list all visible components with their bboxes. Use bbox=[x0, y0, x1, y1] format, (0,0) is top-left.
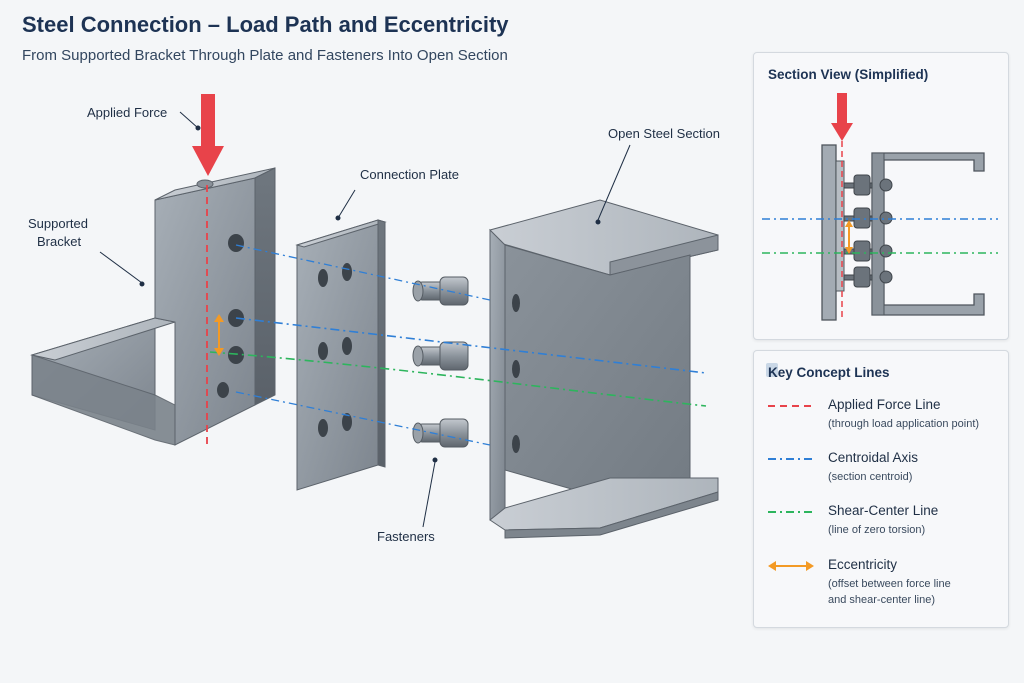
section-view-drawing bbox=[762, 93, 998, 321]
fasteners-label: Fasteners bbox=[377, 529, 435, 544]
centroidal-axis-line bbox=[235, 244, 707, 446]
applied-force-label: Applied Force bbox=[87, 105, 168, 120]
fasteners bbox=[412, 276, 469, 448]
page-subtitle: From Supported Bracket Through Plate and… bbox=[22, 47, 508, 64]
legend-label-shear-center: Shear-Center Line bbox=[828, 503, 939, 518]
dashed-line-icon bbox=[768, 405, 814, 407]
legend-label-centroidal-axis: Centroidal Axis bbox=[828, 450, 919, 465]
supported-bracket bbox=[30, 167, 276, 446]
legend-label-eccentricity: Eccentricity bbox=[828, 557, 898, 572]
fastener-bolt bbox=[412, 341, 469, 371]
shear-center-line bbox=[209, 351, 707, 407]
dash-dot-line-icon bbox=[768, 458, 814, 460]
fastener-bolt bbox=[412, 276, 469, 306]
legend-title: Key Concept Lines bbox=[768, 365, 890, 380]
legend-panel: Key Concept Lines Applied Force Line (th… bbox=[753, 350, 1009, 628]
section-bolts bbox=[843, 174, 893, 288]
legend-note-applied-force: (through load application point) bbox=[828, 418, 980, 430]
double-arrow-icon bbox=[768, 561, 814, 571]
open-steel-section bbox=[489, 199, 719, 539]
eccentricity-arrow bbox=[214, 314, 224, 356]
section-view-panel: Section View (Simplified) bbox=[753, 52, 1009, 340]
fastener-bolt bbox=[412, 418, 469, 448]
supported-bracket-label-line1: Supported bbox=[28, 216, 88, 231]
legend-note-shear-center: (line of zero torsion) bbox=[828, 524, 926, 536]
page-title: Steel Connection – Load Path and Eccentr… bbox=[22, 12, 509, 37]
supported-bracket-label-line2: Bracket bbox=[37, 234, 82, 249]
connection-plate bbox=[295, 219, 387, 491]
section-view-title: Section View (Simplified) bbox=[768, 67, 929, 82]
open-steel-section-label: Open Steel Section bbox=[608, 126, 721, 141]
applied-force-arrow bbox=[192, 94, 224, 176]
legend-note-eccentricity-line2: and shear-center line) bbox=[828, 594, 936, 606]
legend-label-applied-force: Applied Force Line bbox=[828, 397, 941, 412]
key-icon bbox=[766, 363, 778, 377]
legend-note-centroidal-axis: (section centroid) bbox=[828, 471, 913, 483]
dash-dot-line-icon bbox=[768, 511, 814, 513]
legend-note-eccentricity: (offset between force line bbox=[828, 578, 951, 590]
callout-leaders bbox=[99, 111, 631, 528]
connection-plate-label: Connection Plate bbox=[360, 167, 460, 182]
